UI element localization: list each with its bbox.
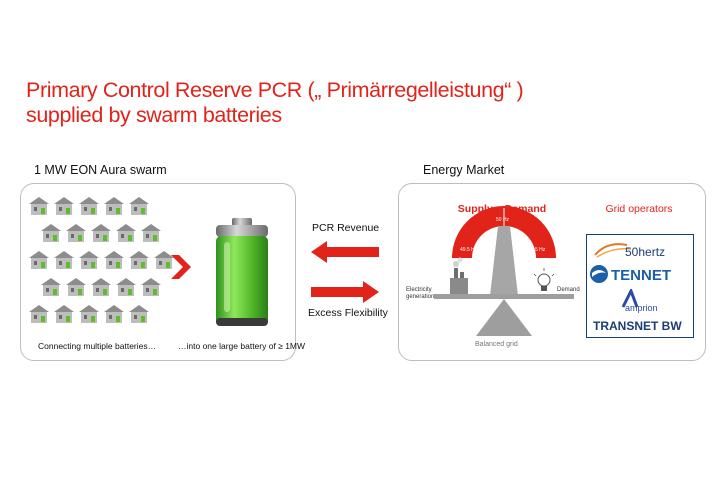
balance-base — [476, 299, 532, 336]
house-icon — [129, 251, 149, 269]
title-line-2: supplied by swarm batteries — [26, 103, 282, 127]
grid-operators-label: Grid operators — [605, 203, 673, 215]
house-icon — [29, 251, 49, 269]
logo-50hertz: 50hertz — [594, 243, 665, 259]
house-icon — [29, 305, 49, 323]
house-icon — [91, 224, 111, 242]
gauge-right-tick: 50.5 Hz — [528, 247, 546, 253]
gauge-center-tick: 50 Hz — [496, 217, 510, 223]
house-icon — [29, 197, 49, 215]
house-icon — [54, 197, 74, 215]
logo-tennet: TENNET — [590, 265, 671, 284]
operator-amprion: amprion — [625, 303, 658, 313]
house-icon — [141, 278, 161, 296]
house-icon — [91, 278, 111, 296]
house-icon — [116, 278, 136, 296]
house-icon — [79, 197, 99, 215]
operator-tennet: TENNET — [611, 267, 671, 284]
operator-50hertz: 50hertz — [625, 245, 665, 259]
grid-operators-box: 50hertz TENNET amprion TRANSNET BW — [586, 234, 694, 338]
title-line-1: Primary Control Reserve PCR („ Primärreg… — [26, 78, 524, 102]
gauge-left-tick: 49.5 Hz — [460, 247, 478, 253]
house-icon — [154, 251, 174, 269]
power-plant-icon — [450, 257, 468, 294]
arrow-left-icon — [311, 241, 379, 263]
logo-amprion: amprion — [621, 289, 658, 313]
house-icon — [129, 197, 149, 215]
house-icon — [79, 305, 99, 323]
house-grid — [28, 196, 178, 326]
pcr-revenue-label: PCR Revenue — [312, 222, 380, 234]
excess-flexibility-label: Excess Flexibility — [308, 307, 388, 319]
arrow-right-icon — [311, 281, 379, 303]
house-icon — [79, 251, 99, 269]
electricity-generation-label: Electricity generation — [406, 287, 435, 300]
house-icon — [116, 224, 136, 242]
demand-label: Demand — [557, 287, 580, 293]
house-icon — [54, 305, 74, 323]
balance-beam — [434, 294, 574, 299]
balanced-grid-label: Balanced grid — [475, 341, 518, 348]
chevron-right-icon — [171, 255, 191, 279]
house-icon — [41, 278, 61, 296]
light-bulb-icon — [533, 268, 555, 291]
house-icon — [66, 278, 86, 296]
house-icon — [104, 251, 124, 269]
frequency-gauge — [452, 206, 556, 258]
house-icon — [54, 251, 74, 269]
left-heading: 1 MW EON Aura swarm — [34, 163, 167, 177]
house-icon — [104, 197, 124, 215]
logo-transnet-bw: TRANSNET BW — [593, 319, 682, 333]
house-icon — [104, 305, 124, 323]
battery-icon — [216, 218, 268, 326]
operator-transnet-bw: TRANSNET BW — [593, 319, 682, 333]
house-icon — [129, 305, 149, 323]
page-title: Primary Control Reserve PCR („ Primärreg… — [26, 78, 524, 128]
house-icon — [66, 224, 86, 242]
balance-illustration: 50 Hz 49.5 Hz 50.5 Hz — [434, 206, 574, 336]
right-heading: Energy Market — [423, 163, 505, 177]
balance-pillar — [490, 226, 518, 296]
house-icon — [141, 224, 161, 242]
caption-connecting: Connecting multiple batteries… — [38, 341, 157, 351]
caption-large-battery: …into one large battery of ≥ 1MW — [178, 341, 306, 351]
house-icon — [41, 224, 61, 242]
